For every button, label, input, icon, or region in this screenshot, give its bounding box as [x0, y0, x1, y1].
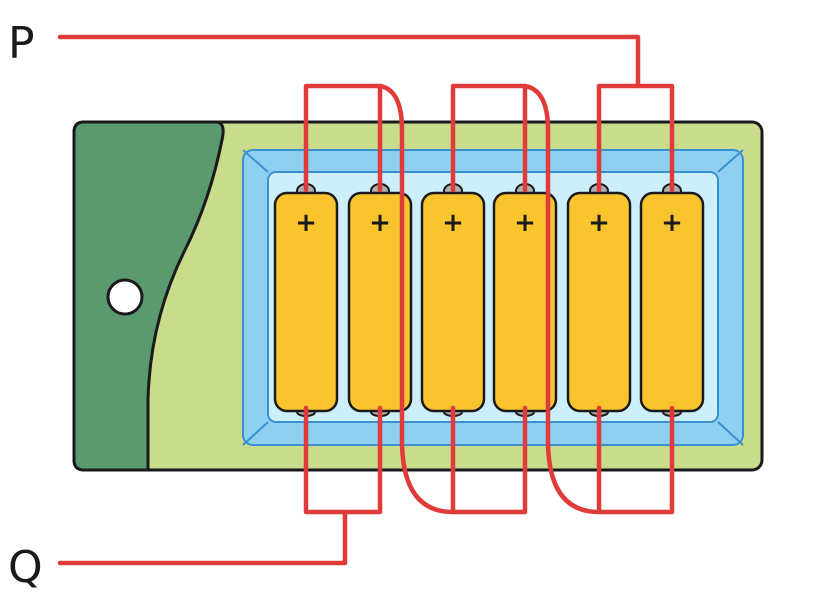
cell-polarity-mark: + [588, 208, 610, 238]
cell-polarity-mark: + [514, 208, 536, 238]
wire-bottom-pair-3 [596, 405, 675, 515]
wire-top-pair-1 [303, 83, 383, 193]
wire-bottom-pair-2 [450, 405, 528, 515]
battery-cell: + [420, 183, 486, 417]
battery-cell: + [639, 183, 705, 417]
wire-top-pair-2 [450, 83, 528, 193]
holder-end-cap [72, 120, 225, 472]
wire-top-pair-3 [596, 83, 675, 193]
terminal-label-p: P [8, 18, 35, 69]
wiring [57, 34, 675, 566]
cell-polarity-mark: + [369, 208, 391, 238]
battery-cell: + [566, 183, 632, 417]
battery-cell: + [273, 183, 339, 417]
wire-q-lead [57, 509, 348, 566]
mounting-hole [106, 278, 144, 316]
cell-polarity-mark: + [661, 208, 683, 238]
wire-series-link-2 [522, 83, 602, 515]
terminal-label-q: Q [8, 542, 43, 593]
cell-polarity-mark: + [295, 208, 317, 238]
wire-series-link-1 [377, 83, 456, 515]
wire-p-lead [57, 34, 641, 89]
cell-polarity-mark: + [442, 208, 464, 238]
